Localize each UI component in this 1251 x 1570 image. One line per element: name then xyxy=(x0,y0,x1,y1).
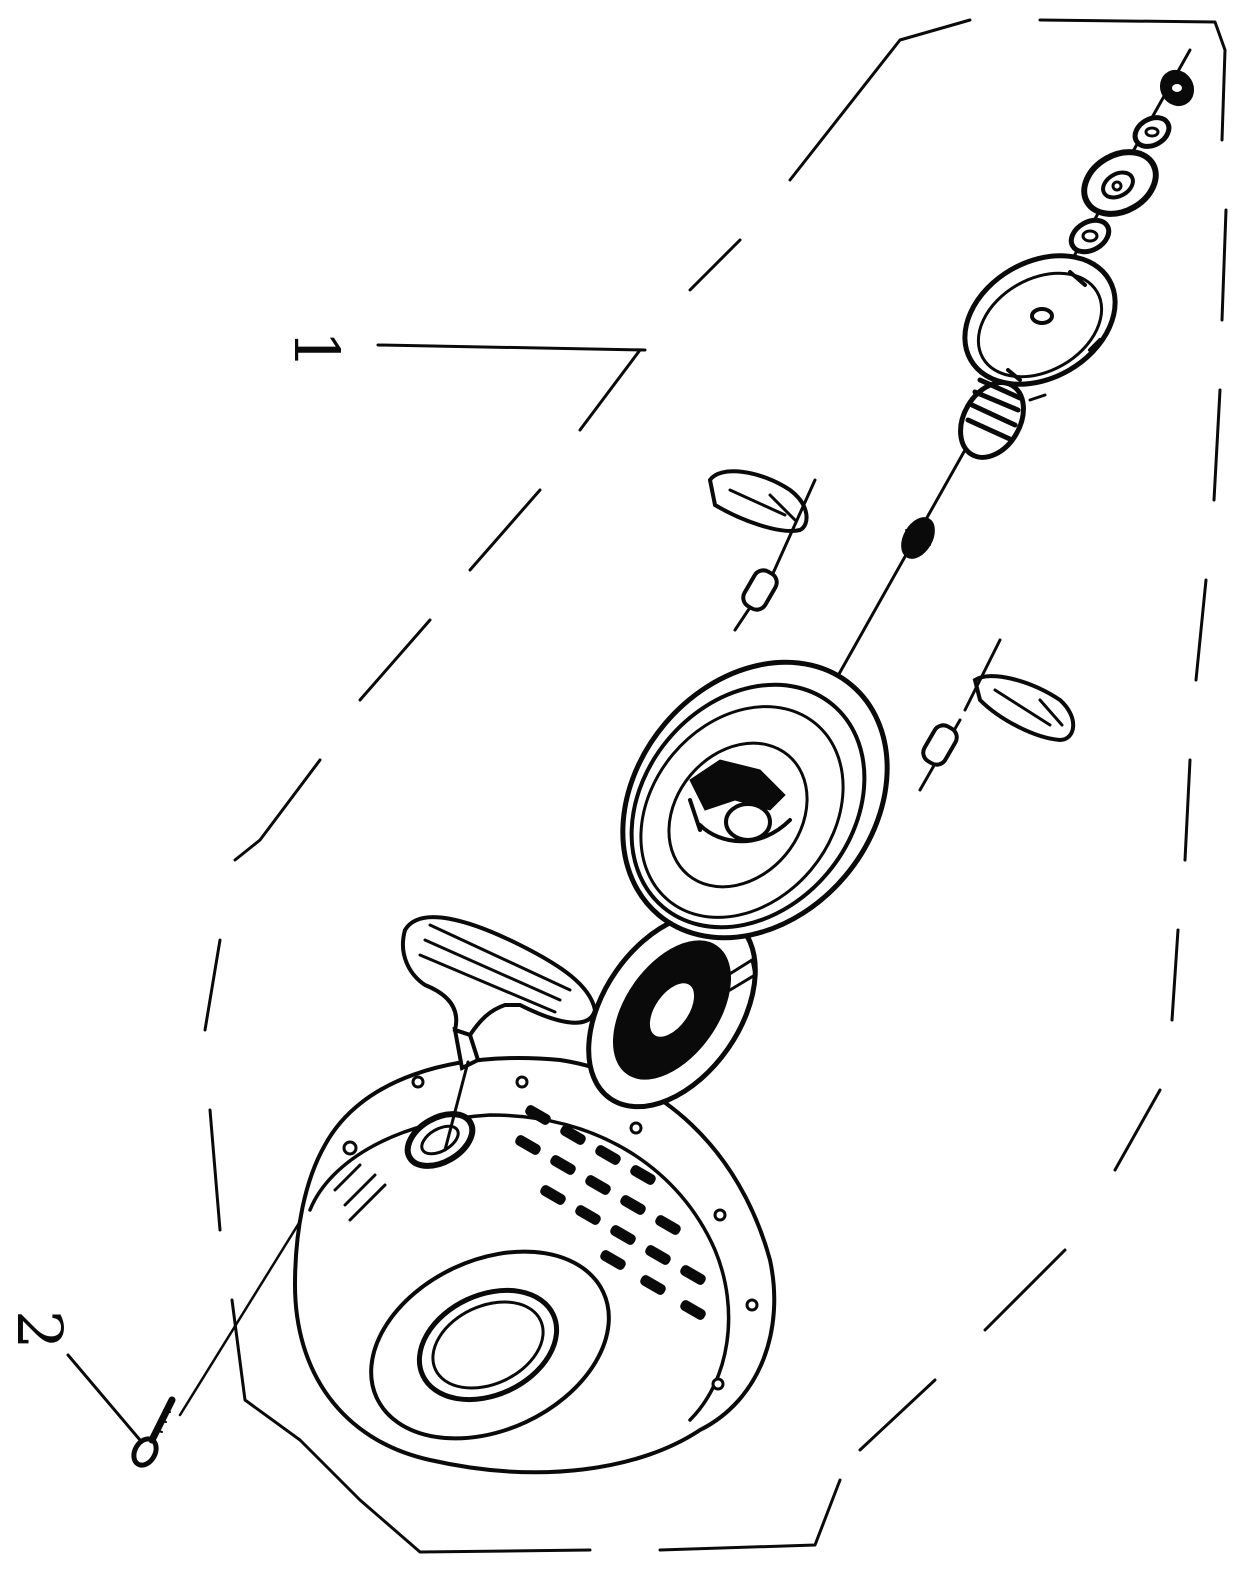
assembly-boundary xyxy=(203,18,1228,1554)
washer-lower xyxy=(1068,217,1112,255)
nut xyxy=(1159,69,1195,107)
callout-1-number: 1 xyxy=(280,330,353,369)
bushing xyxy=(901,517,935,559)
coil-spring xyxy=(958,377,1047,460)
screw xyxy=(131,1396,176,1468)
callout-2-leader xyxy=(66,1353,142,1442)
retainer-disc xyxy=(1081,149,1159,217)
pawl-right xyxy=(918,638,1076,792)
boundary-line xyxy=(203,18,1228,1554)
callout-1: 1 xyxy=(280,330,647,369)
washer-upper xyxy=(1132,115,1172,149)
starter-handle xyxy=(400,915,598,1152)
starter-housing xyxy=(292,1056,777,1475)
callout-1-leader xyxy=(376,343,647,352)
pulley xyxy=(620,659,890,941)
callout-2-number: 2 xyxy=(3,1310,76,1349)
pawl-left xyxy=(707,469,817,632)
friction-plate xyxy=(962,253,1118,387)
spring-cassette xyxy=(586,910,758,1110)
